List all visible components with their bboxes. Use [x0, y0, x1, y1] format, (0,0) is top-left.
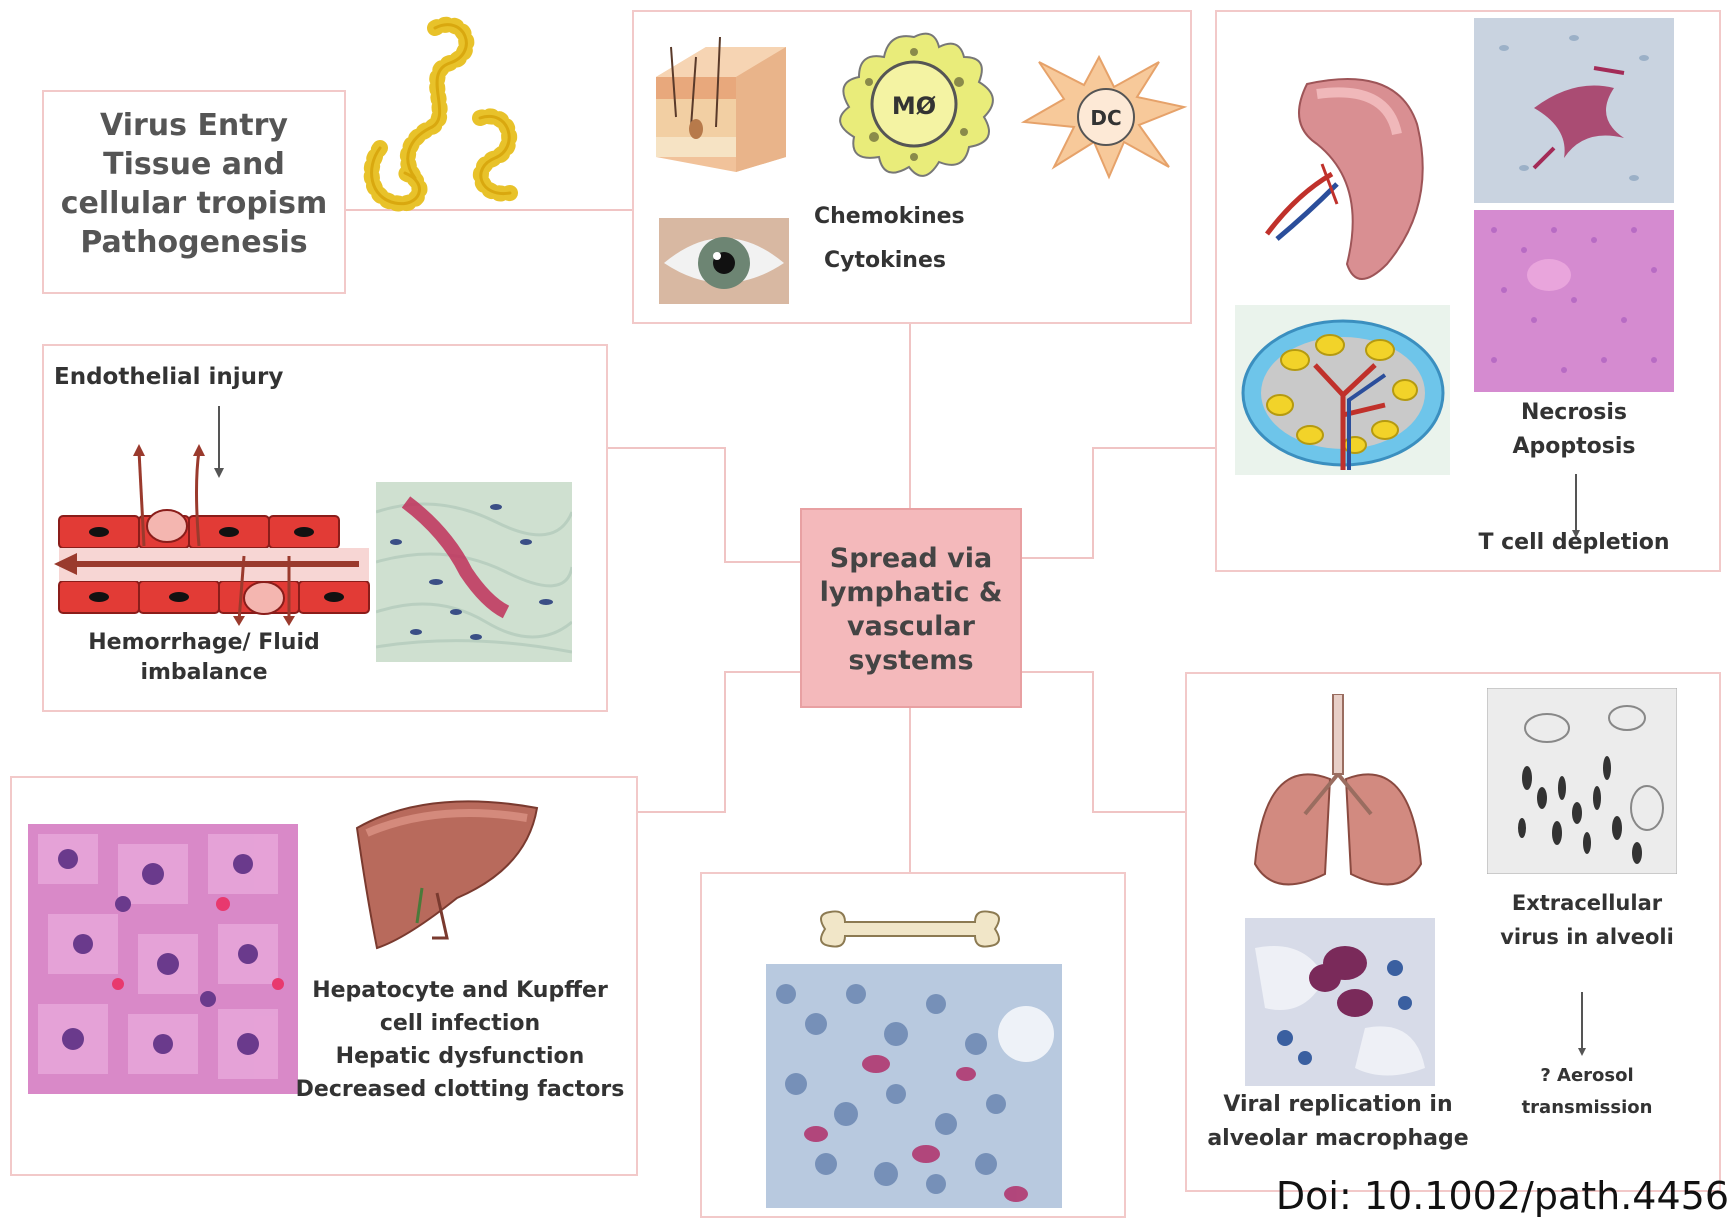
spleen-necrosis-label: Necrosis: [1474, 396, 1674, 430]
center-line3: vascular: [802, 610, 1020, 644]
liver-line2: cell infection: [280, 1007, 640, 1040]
bone-marrow-panel: [700, 872, 1126, 1218]
spleen-panel: Necrosis Apoptosis T cell depletion: [1215, 10, 1721, 572]
endothelial-caption-line1: Hemorrhage/ Fluid: [74, 628, 334, 658]
blood-vessel-illustration: [49, 406, 379, 626]
entry-title-line2: Tissue and: [44, 145, 344, 184]
lung-panel: Extracellular virus in alveoli ? Aerosol…: [1185, 672, 1721, 1192]
viral-replication-line1: Viral replication in: [1203, 1088, 1473, 1122]
endothelial-ihc-micrograph: [376, 482, 572, 662]
bone-marrow-micrograph: [766, 964, 1062, 1208]
t-cell-depletion-label: T cell depletion: [1444, 530, 1704, 555]
spleen-ihc-micrograph: [1474, 18, 1674, 203]
virus-entry-box: Virus Entry Tissue and cellular tropism …: [42, 90, 346, 294]
entry-title-line3: cellular tropism: [44, 184, 344, 223]
extracellular-line2: virus in alveoli: [1487, 920, 1687, 954]
aerosol-line2: transmission: [1487, 1092, 1687, 1124]
doi-citation: Doi: 10.1002/path.4456: [1276, 1174, 1729, 1218]
endothelial-title: Endothelial injury: [54, 364, 374, 390]
liver-line4: Decreased clotting factors: [280, 1073, 640, 1106]
liver-histology-micrograph: [28, 824, 298, 1094]
skin-section-illustration: [646, 37, 796, 177]
macrophage-cell-illustration: MØ: [814, 22, 1014, 192]
spleen-cross-section-illustration: [1235, 305, 1450, 475]
liver-line1: Hepatocyte and Kupffer: [280, 974, 640, 1007]
aerosol-line1: ? Aerosol: [1487, 1060, 1687, 1092]
center-line1: Spread via: [802, 542, 1020, 576]
center-spread-box: Spread via lymphatic & vascular systems: [800, 508, 1022, 708]
lungs-illustration: [1245, 694, 1425, 904]
extracellular-line1: Extracellular: [1487, 886, 1687, 920]
alveolar-ihc-micrograph: [1245, 918, 1435, 1086]
endothelial-caption-line2: imbalance: [74, 658, 334, 688]
spleen-illustration: [1247, 64, 1437, 294]
entry-title-line1: Virus Entry: [44, 106, 344, 145]
dendritic-cell-label: DC: [1090, 106, 1121, 130]
cytokines-label: Cytokines: [824, 248, 994, 273]
entry-title-line4: Pathogenesis: [44, 223, 344, 262]
spleen-apoptosis-label: Apoptosis: [1474, 430, 1674, 464]
alveoli-em-micrograph: [1487, 688, 1677, 874]
center-line2: lymphatic &: [802, 576, 1020, 610]
viral-replication-line2: alveolar macrophage: [1203, 1122, 1473, 1156]
entry-panel: MØ DC Chemokines Cytokines: [632, 10, 1192, 324]
bone-illustration: [810, 904, 1010, 954]
liver-organ-illustration: [347, 788, 547, 958]
virus-particles-illustration: [360, 8, 560, 218]
macrophage-label: MØ: [892, 92, 936, 120]
liver-line3: Hepatic dysfunction: [280, 1040, 640, 1073]
eye-illustration: [659, 218, 789, 304]
endothelial-panel: Endothelial injury Hem: [42, 344, 608, 712]
liver-panel: Hepatocyte and Kupffer cell infection He…: [10, 776, 638, 1176]
chemokines-label: Chemokines: [814, 204, 984, 229]
spleen-histology-micrograph: [1474, 210, 1674, 392]
center-line4: systems: [802, 644, 1020, 678]
aerosol-arrow: [1577, 992, 1587, 1058]
dendritic-cell-illustration: DC: [1019, 37, 1189, 187]
